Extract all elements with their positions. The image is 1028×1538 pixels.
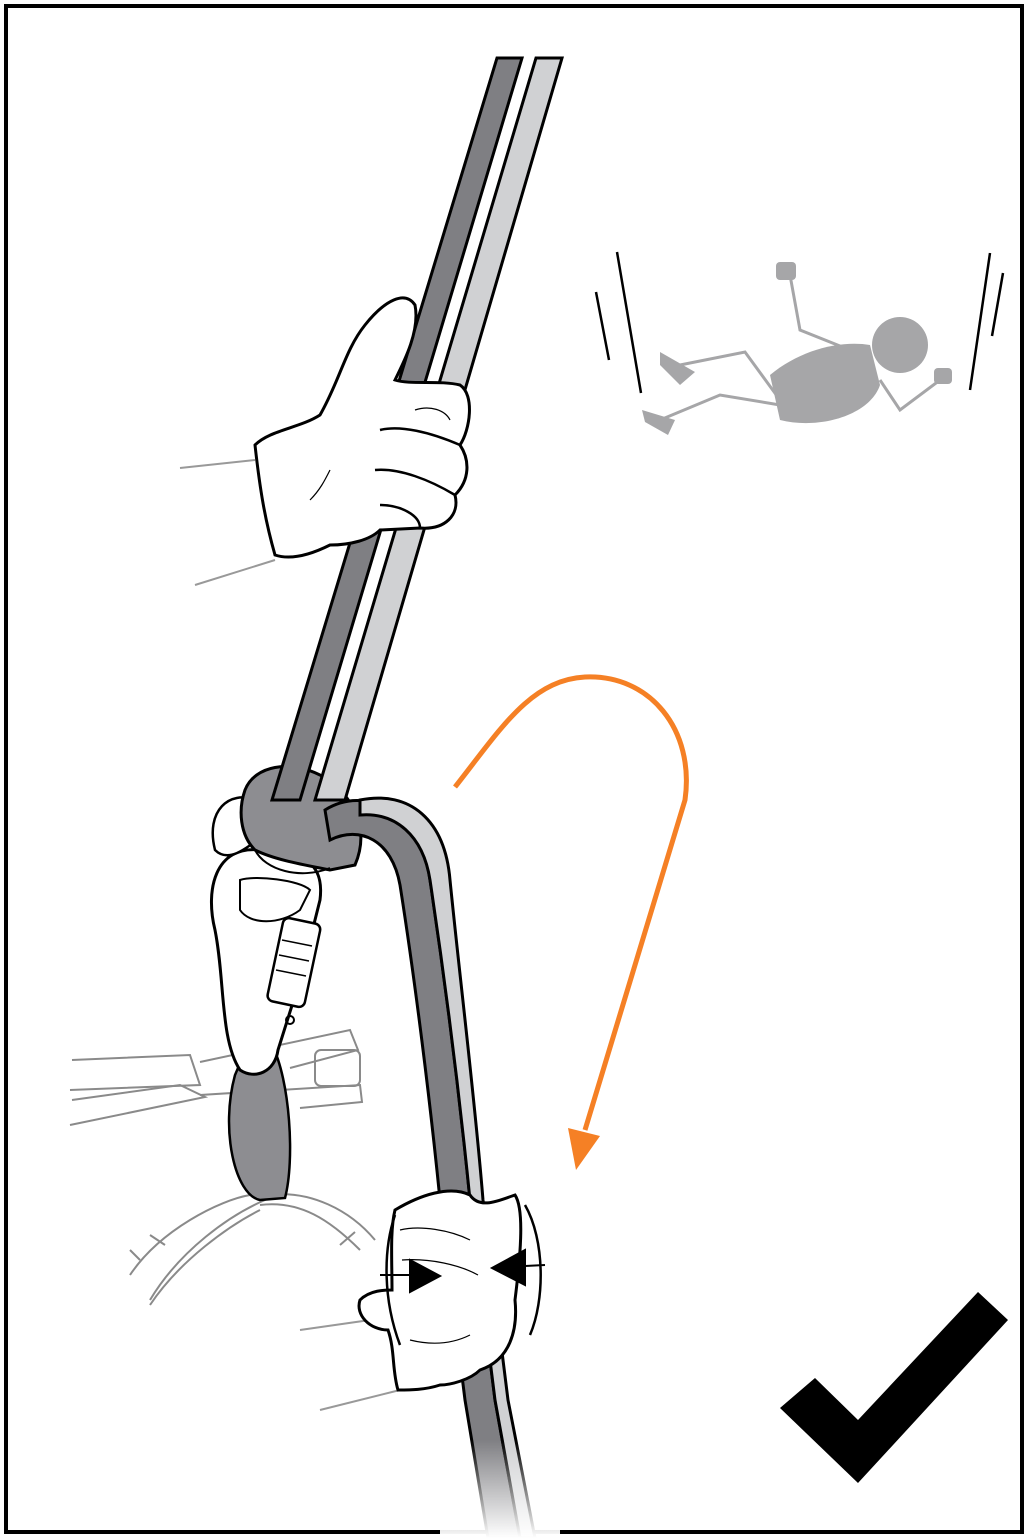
harness [70, 1030, 375, 1305]
falling-climber-icon [596, 252, 1003, 435]
curved-down-arrow-icon [455, 677, 686, 1170]
check-mark-icon [780, 1292, 1008, 1483]
rope-brake-strand [325, 798, 560, 1538]
